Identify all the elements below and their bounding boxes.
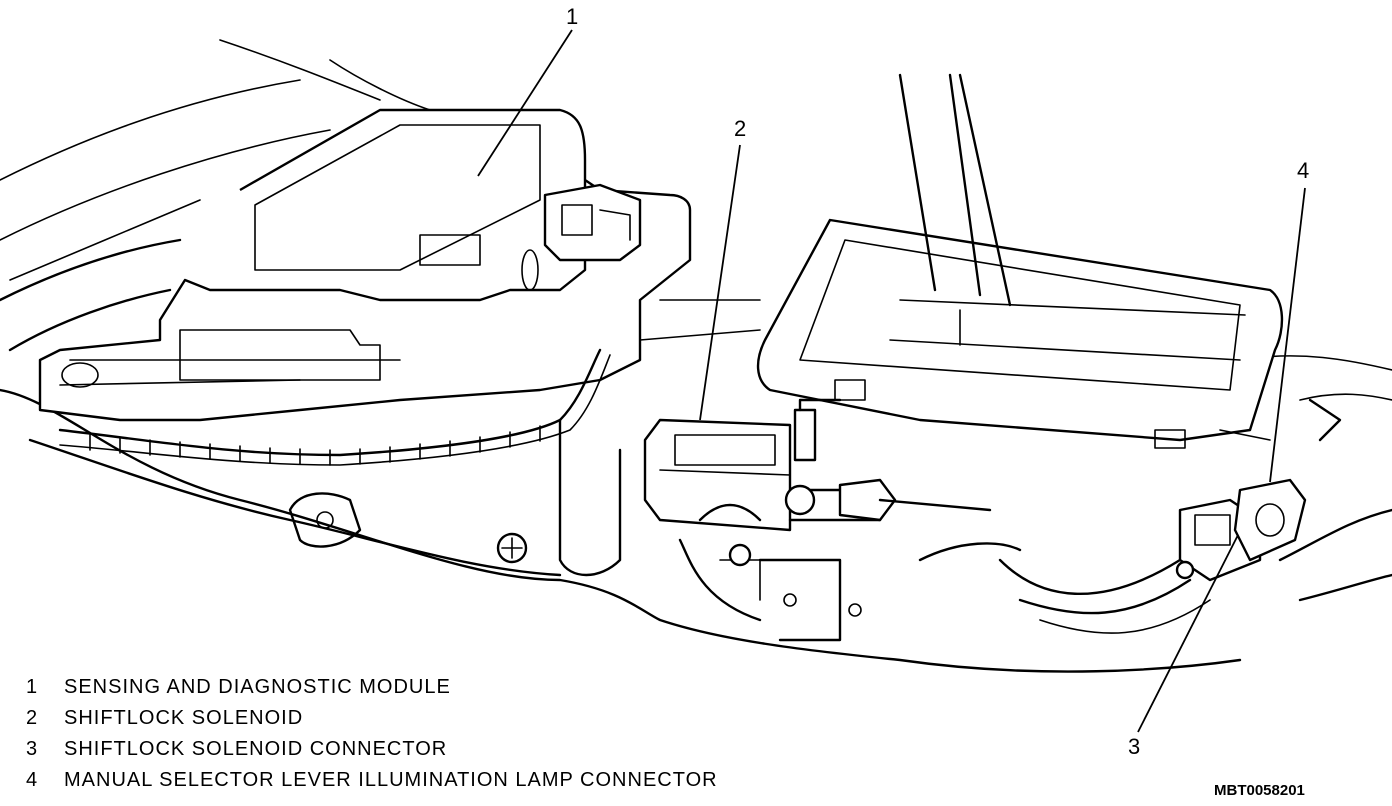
shiftlock-solenoid-drawing — [643, 398, 992, 642]
sensing-diagnostic-module-drawing — [38, 108, 692, 422]
callout-number-4: 4 — [1297, 158, 1310, 183]
connectors-drawing — [918, 398, 1342, 634]
leader-line-2 — [699, 144, 741, 421]
legend-item: 4 MANUAL SELECTOR LEVER ILLUMINATION LAMP… — [26, 765, 718, 796]
shifter-housing-drawing — [756, 73, 1284, 449]
leader-line-1 — [477, 29, 573, 177]
legend-item: 2 SHIFTLOCK SOLENOID — [26, 703, 718, 734]
callout-number-1: 1 — [566, 4, 579, 29]
leader-line-4 — [1269, 187, 1306, 483]
legend-label: SHIFTLOCK SOLENOID CONNECTOR — [64, 738, 448, 760]
legend-number: 2 — [26, 707, 39, 729]
legend-item: 3 SHIFTLOCK SOLENOID CONNECTOR — [26, 734, 718, 765]
legend-number: 1 — [26, 676, 39, 698]
legend-number: 3 — [26, 738, 39, 760]
legend-label: SENSING AND DIAGNOSTIC MODULE — [64, 676, 451, 698]
callout-number-3: 3 — [1128, 734, 1141, 759]
leader-line-3 — [1137, 534, 1239, 733]
legend-item: 1 SENSING AND DIAGNOSTIC MODULE — [26, 672, 718, 703]
legend-label: SHIFTLOCK SOLENOID — [64, 707, 304, 729]
background-panel-lines — [0, 39, 1392, 673]
legend-number: 4 — [26, 769, 39, 791]
callout-number-2: 2 — [734, 116, 747, 141]
figure-id: MBT0058201 — [1214, 782, 1305, 799]
module-connector-drawing — [58, 183, 642, 466]
legend-label: MANUAL SELECTOR LEVER ILLUMINATION LAMP … — [64, 769, 718, 791]
mounting-bracket-drawing — [288, 418, 622, 577]
leader-lines — [477, 29, 1306, 733]
